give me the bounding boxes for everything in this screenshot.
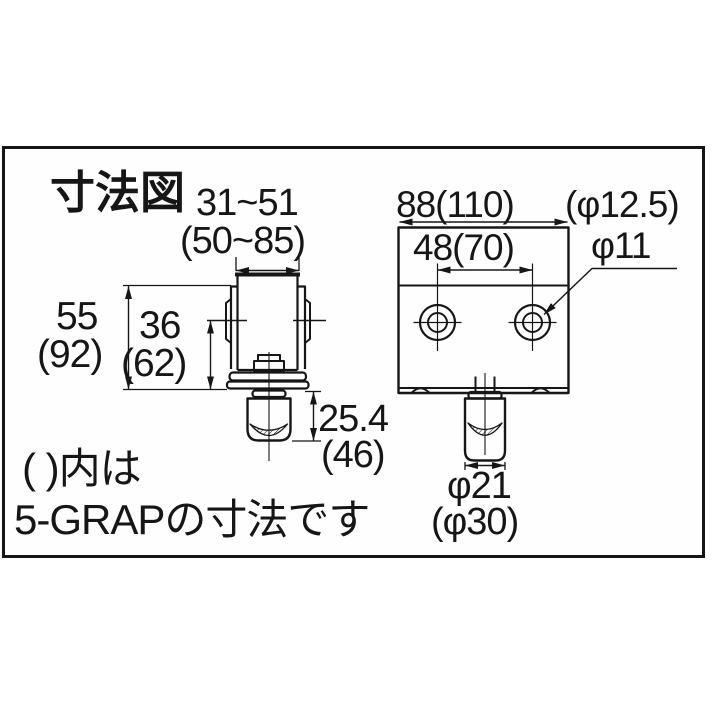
dim-roller-drop: 25.4 [318,398,389,440]
dim-overall-width: 88(110) [396,184,515,225]
dim-body-height: 55 [56,295,98,338]
left-view-drawing [123,257,326,461]
dim-opening-width: 31~51 [196,182,299,224]
dim-hole-dia: φ11 [591,225,651,266]
dim-roller-dia: φ21 [447,465,512,507]
dim-opening-width-grap5: (50~85) [180,220,306,262]
dim-jaw-height-grap5: (62) [121,342,187,385]
note-line-1: ( )内は [22,445,142,492]
bracket-base-plate [228,371,308,382]
figure-frame [2,146,705,558]
roller-groove-left [249,423,289,437]
dim-hole-pitch: 48(70) [413,227,515,268]
figure-title: 寸法図 [50,167,186,218]
dim-hole-dia-grap5: (φ12.5) [565,184,680,225]
roller-left [246,397,292,442]
dim-jaw-height: 36 [139,304,181,347]
dim-roller-dia-grap5: (φ30) [431,501,519,543]
roller-right [463,397,507,462]
hole-dia-leader [543,267,677,316]
dim-body-height-grap5: (92) [37,333,103,376]
dim-roller-drop-grap5: (46) [321,434,386,476]
right-view-drawing [397,218,677,470]
note-line-2: 5-GRAPの寸法です [14,496,370,543]
roller-groove-right [467,422,503,436]
